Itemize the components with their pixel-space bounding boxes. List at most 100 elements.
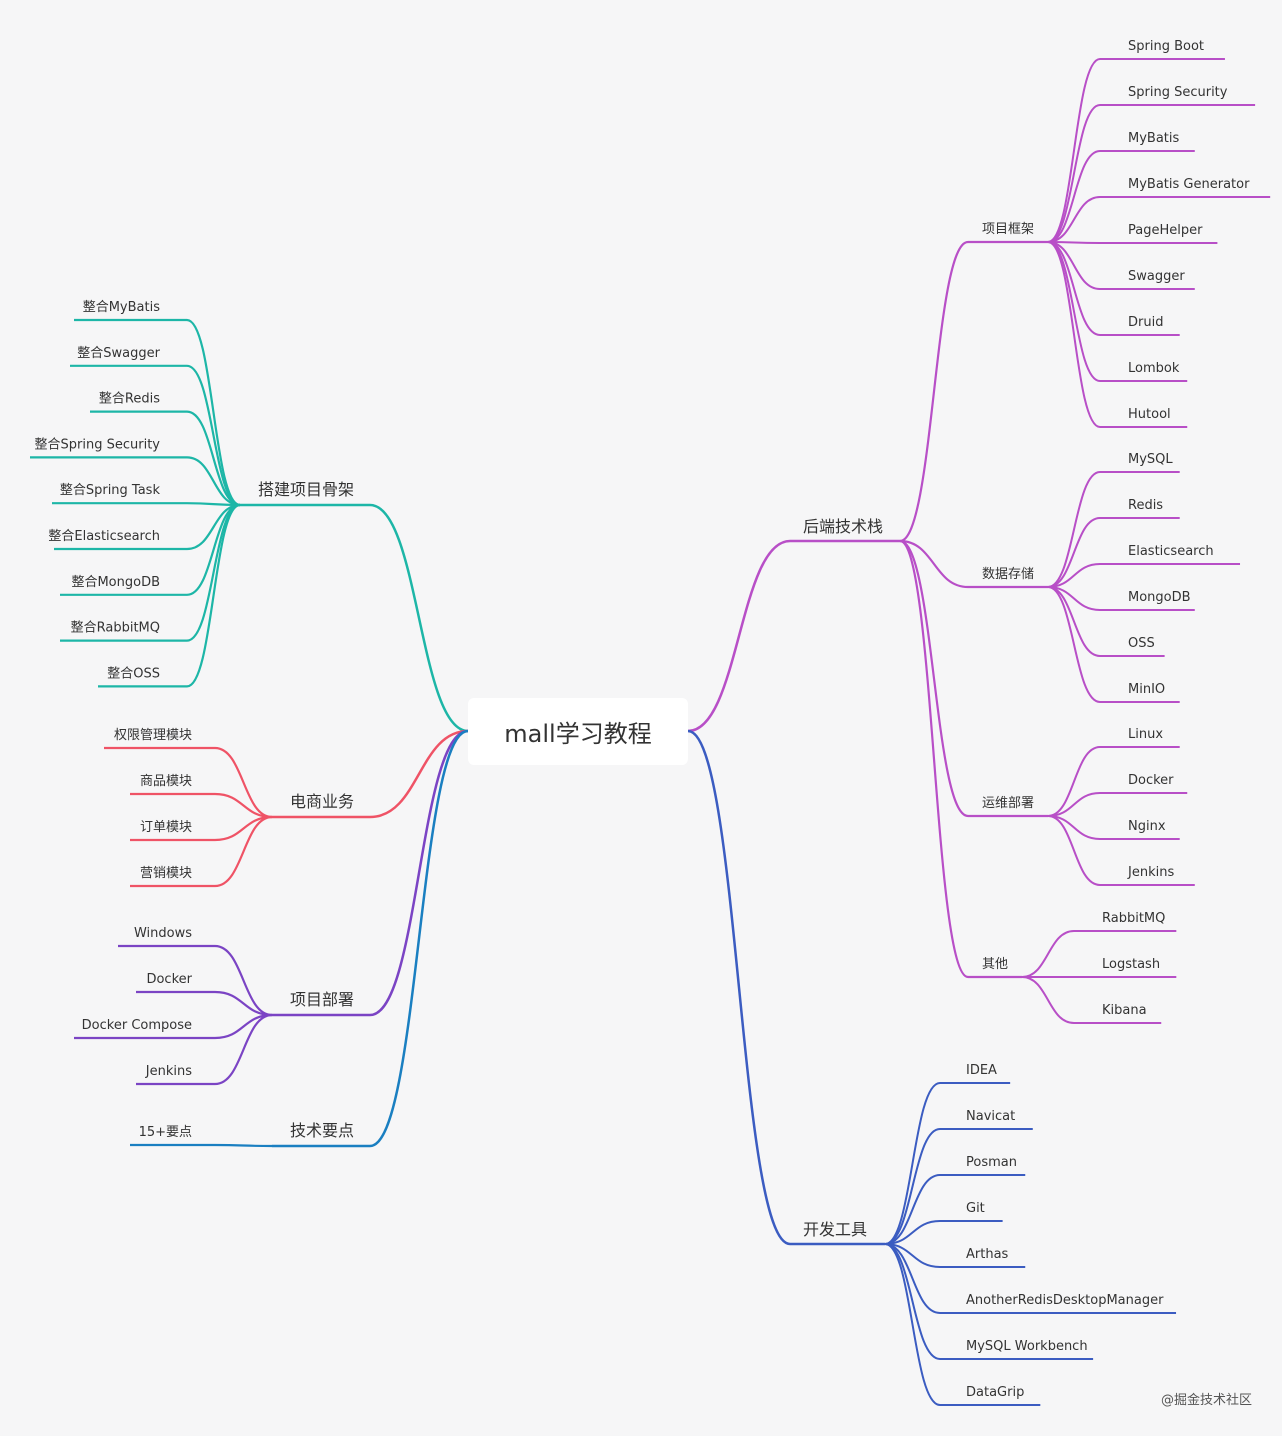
skeleton-leaf[interactable]: 整合Redis [99, 392, 160, 407]
skeleton-leaf-link [186, 503, 241, 596]
backend-leaf-link [1047, 104, 1101, 243]
ecommerce-leaf[interactable]: 权限管理模块 [114, 727, 192, 743]
deploy-branch-label[interactable]: 项目部署 [290, 990, 354, 1009]
backend-leaf[interactable]: OSS [1128, 636, 1155, 651]
skeleton-leaf[interactable]: 整合Elasticsearch [48, 529, 160, 544]
backend-branch-label[interactable]: 后端技术栈 [803, 517, 883, 536]
backend-leaf[interactable]: MyBatis Generator [1128, 177, 1250, 192]
root-node[interactable]: mall学习教程 [468, 698, 688, 765]
skeleton-leaf[interactable]: 整合OSS [107, 666, 160, 681]
backend-group-label[interactable]: 运维部署 [982, 796, 1034, 811]
backend-leaf[interactable]: Swagger [1128, 269, 1185, 284]
deploy-leaf[interactable]: Windows [134, 926, 192, 941]
tools-leaf[interactable]: AnotherRedisDesktopManager [966, 1293, 1164, 1308]
backend-leaf-link [1047, 150, 1101, 243]
skeleton-leaf[interactable]: 整合Swagger [77, 346, 160, 361]
backend-leaf-link [1047, 746, 1101, 817]
backend-leaf[interactable]: Hutool [1128, 407, 1171, 422]
deploy-leaf[interactable]: Docker Compose [82, 1018, 192, 1033]
deploy-leaf[interactable]: Docker [146, 972, 192, 987]
skeleton-leaf[interactable]: 整合Spring Security [35, 437, 161, 452]
tools-leaf[interactable]: Arthas [966, 1247, 1009, 1262]
backend-leaf[interactable]: Spring Security [1128, 85, 1228, 100]
tools-leaf-link [884, 1128, 941, 1245]
deploy-leaf-link [214, 944, 273, 1017]
ecommerce-leaf[interactable]: 营销模块 [140, 866, 192, 881]
tools-main-link [687, 729, 791, 1246]
backend-leaf-link [1047, 196, 1101, 243]
backend-leaf[interactable]: Spring Boot [1128, 39, 1204, 54]
tools-leaf[interactable]: DataGrip [966, 1385, 1024, 1400]
keypoints-leaf-link [214, 1143, 273, 1148]
backend-leaf[interactable]: MongoDB [1128, 590, 1191, 605]
keypoints-branch-label[interactable]: 技术要点 [290, 1121, 354, 1140]
backend-leaf[interactable]: Redis [1128, 498, 1163, 513]
ecommerce-leaf[interactable]: 订单模块 [140, 820, 192, 835]
tools-leaf-link [884, 1243, 941, 1406]
backend-leaf[interactable]: PageHelper [1128, 223, 1203, 238]
tools-leaf-link [884, 1243, 941, 1360]
backend-leaf-link [1047, 815, 1101, 886]
tools-leaf-link [884, 1220, 941, 1245]
skeleton-leaf-link [186, 503, 241, 688]
backend-group-label[interactable]: 数据存储 [982, 567, 1034, 582]
skeleton-leaf[interactable]: 整合MyBatis [83, 300, 161, 315]
backend-leaf[interactable]: RabbitMQ [1102, 911, 1165, 926]
skeleton-leaf[interactable]: 整合RabbitMQ [71, 621, 160, 636]
backend-group-label[interactable]: 项目框架 [982, 222, 1034, 237]
backend-group-link [899, 539, 969, 589]
backend-leaf-link [1021, 930, 1075, 978]
ecommerce-leaf-link [214, 792, 273, 819]
skeleton-branch-label[interactable]: 搭建项目骨架 [258, 480, 354, 499]
backend-leaf[interactable]: Kibana [1102, 1003, 1147, 1018]
backend-leaf[interactable]: Jenkins [1127, 865, 1174, 880]
keypoints-leaf[interactable]: 15+要点 [139, 1125, 192, 1140]
skeleton-leaf[interactable]: 整合Spring Task [60, 483, 161, 498]
deploy-main-link [369, 729, 469, 1017]
backend-leaf[interactable]: Docker [1128, 773, 1174, 788]
backend-leaf-link [1047, 517, 1101, 588]
backend-leaf-link [1047, 586, 1101, 703]
skeleton-leaf[interactable]: 整合MongoDB [71, 575, 160, 590]
skeleton-leaf-link [186, 318, 241, 507]
backend-group-link [899, 240, 969, 543]
backend-leaf[interactable]: Druid [1128, 315, 1163, 330]
backend-main-link [687, 539, 791, 733]
tools-leaf[interactable]: Git [966, 1201, 985, 1216]
ecommerce-leaf-link [214, 746, 273, 819]
backend-leaf[interactable]: Lombok [1128, 361, 1180, 376]
tools-leaf[interactable]: MySQL Workbench [966, 1339, 1088, 1354]
tools-leaf-link [884, 1174, 941, 1245]
backend-leaf[interactable]: MyBatis [1128, 131, 1180, 146]
skeleton-main-link [369, 503, 469, 733]
ecommerce-leaf-link [214, 815, 273, 888]
deploy-leaf-link [214, 1013, 273, 1086]
backend-leaf-link [1021, 976, 1075, 1024]
backend-leaf[interactable]: Elasticsearch [1128, 544, 1214, 559]
keypoints-main-link [369, 729, 469, 1148]
root-label: mall学习教程 [504, 720, 652, 748]
backend-leaf[interactable]: Linux [1128, 727, 1163, 742]
backend-leaf-link [1047, 792, 1101, 817]
backend-leaf[interactable]: Logstash [1102, 957, 1160, 972]
tools-leaf[interactable]: Navicat [966, 1109, 1015, 1124]
backend-leaf-link [1047, 58, 1101, 243]
skeleton-leaf-link [186, 456, 241, 507]
tools-leaf[interactable]: Posman [966, 1155, 1017, 1170]
backend-group-label[interactable]: 其他 [982, 957, 1008, 972]
backend-leaf[interactable]: MySQL [1128, 452, 1173, 467]
backend-leaf-link [1047, 241, 1101, 382]
deploy-leaf[interactable]: Jenkins [145, 1064, 192, 1079]
tools-leaf[interactable]: IDEA [966, 1063, 997, 1078]
ecommerce-branch-label[interactable]: 电商业务 [290, 792, 354, 811]
ecommerce-leaf[interactable]: 商品模块 [140, 774, 192, 789]
tools-leaf-link [884, 1082, 941, 1245]
backend-leaf-link [1047, 241, 1101, 336]
skeleton-leaf-link [186, 364, 241, 507]
skeleton-leaf-link [186, 410, 241, 507]
backend-leaf[interactable]: MinIO [1128, 682, 1165, 697]
deploy-leaf-link [214, 990, 273, 1017]
backend-leaf[interactable]: Nginx [1128, 819, 1166, 834]
tools-branch-label[interactable]: 开发工具 [803, 1220, 867, 1239]
